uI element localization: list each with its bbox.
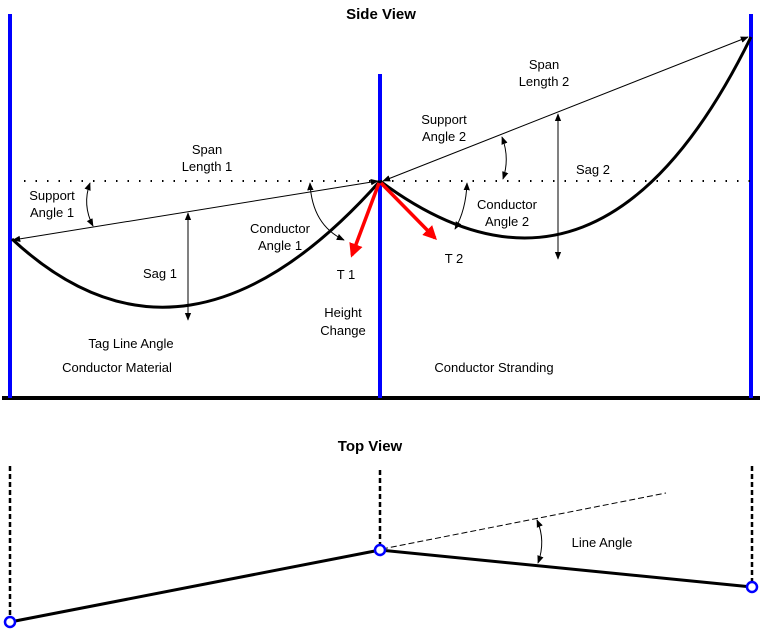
sag-2-label: Sag 2 [576,162,610,177]
structure-node-left [3,615,17,629]
line-angle-arc [536,519,544,564]
tension-2-arrow [379,181,437,240]
line-segment-2 [379,548,753,589]
height-change-label-line2: Change [320,323,366,338]
support-angle-2-label-line1: Support [421,112,467,127]
height-change-label-line1: Height [324,305,362,320]
line-extension-dashed [381,492,667,550]
conductor-angle-1-label-line2: Angle 1 [258,238,302,253]
support-angle-1-label-line2: Angle 1 [30,205,74,220]
tag-line-angle-label: Tag Line Angle [88,336,173,351]
span-length-1-label-line2: Length 1 [182,159,233,174]
structure-node-right [745,580,759,594]
span-length-2-label-line1: Span [529,57,559,72]
span-length-1-label-line1: Span [192,142,222,157]
structure-node-middle [373,543,387,557]
support-angle-1-arc [84,182,94,227]
span-length-2-label-line2: Length 2 [519,74,570,89]
conductor-angle-2-arc [454,182,470,230]
line-angle-label: Line Angle [572,535,633,550]
line-segment-1 [9,548,381,624]
conductor-angle-1-label-line1: Conductor [250,221,311,236]
conductor-angle-1-arc [307,182,345,241]
tension-1-arrow [349,182,381,258]
conductor-material-label: Conductor Material [62,360,172,375]
conductor-angle-2-label-line1: Conductor [477,197,538,212]
sag-1-label: Sag 1 [143,266,177,281]
span-length-2-chord [382,36,749,182]
support-angle-2-label-line2: Angle 2 [422,129,466,144]
top-view-title: Top View [338,438,403,455]
side-view-title: Side View [346,6,416,23]
tension-2-label: T 2 [445,251,464,266]
support-angle-1-label-line1: Support [29,188,75,203]
tension-1-label: T 1 [337,267,356,282]
conductor-angle-2-label-line2: Angle 2 [485,214,529,229]
support-angle-2-arc [501,136,509,180]
conductor-stranding-label: Conductor Stranding [434,360,553,375]
